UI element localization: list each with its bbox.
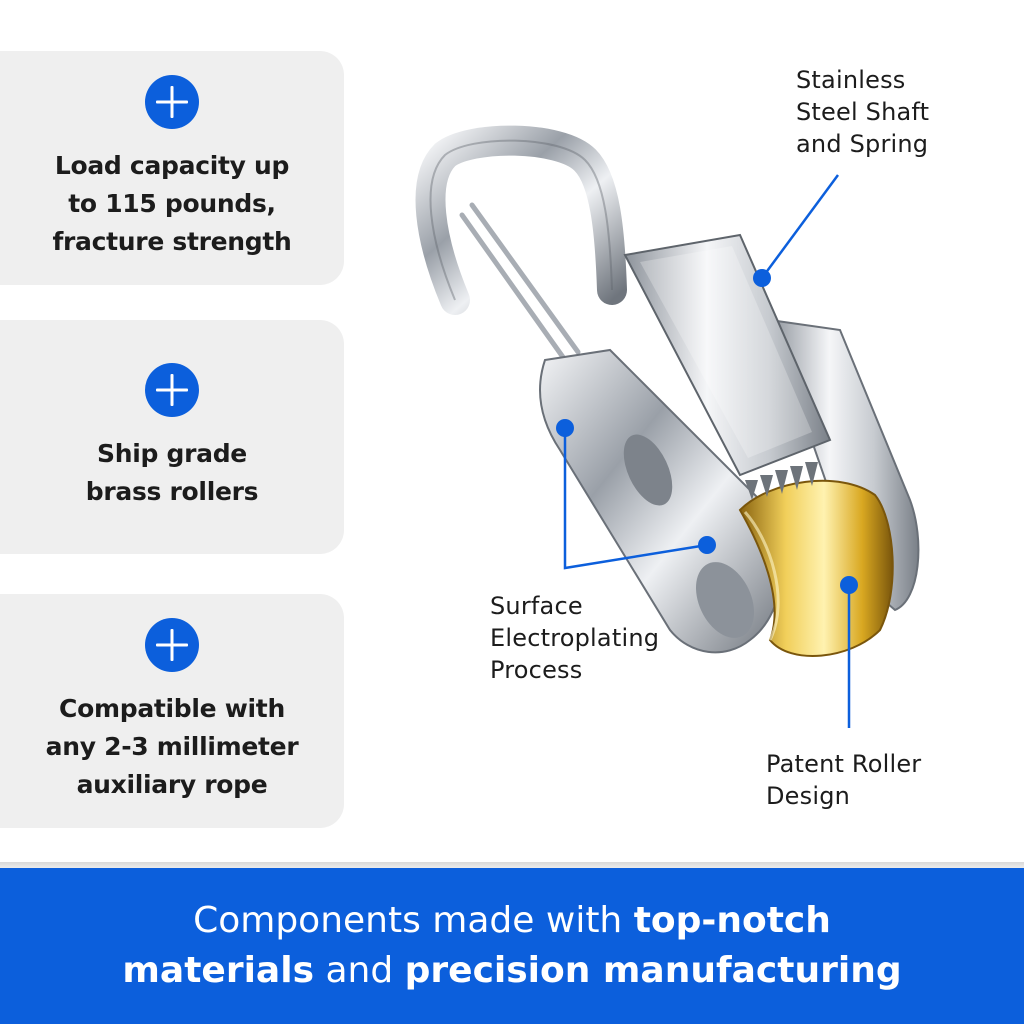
callout-dots <box>556 269 858 594</box>
banner-line-2: materials and precision manufacturing <box>122 946 901 996</box>
hook-loop <box>415 125 627 315</box>
feature-card-load-capacity: Load capacity up to 115 pounds, fracture… <box>0 51 344 285</box>
plus-icon <box>145 618 199 672</box>
roller-hook-product-image <box>415 125 920 728</box>
callout-stainless-steel: Stainless Steel Shaft and Spring <box>796 66 930 158</box>
feature-card-brass-rollers: Ship grade brass rollers <box>0 320 344 554</box>
cam-teeth <box>745 462 818 500</box>
feature-card-rope-compatibility: Compatible with any 2-3 millimeter auxil… <box>0 594 344 828</box>
bottom-banner: Components made with top-notch materials… <box>0 868 1024 1024</box>
feature-text: Ship grade brass rollers <box>85 439 259 506</box>
banner-divider <box>0 862 1024 868</box>
cam-lever <box>623 233 832 477</box>
plus-icon <box>145 75 199 129</box>
banner-bold-text: materials <box>122 950 314 991</box>
banner-bold-text: precision manufacturing <box>404 950 902 991</box>
banner-text: and <box>314 950 405 991</box>
wire-gate <box>459 202 581 363</box>
banner-text: Components made with <box>193 900 634 941</box>
feature-text: Load capacity up to 115 pounds, fracture… <box>52 151 292 256</box>
callout-lines <box>563 174 851 728</box>
callout-electroplating: Surface Electroplating Process <box>490 592 660 684</box>
feature-text: Compatible with any 2-3 millimeter auxil… <box>45 694 299 799</box>
callout-patent-roller: Patent Roller Design <box>766 750 922 810</box>
plus-icon <box>145 363 199 417</box>
banner-line-1: Components made with top-notch <box>193 896 831 946</box>
banner-bold-text: top-notch <box>633 900 831 941</box>
